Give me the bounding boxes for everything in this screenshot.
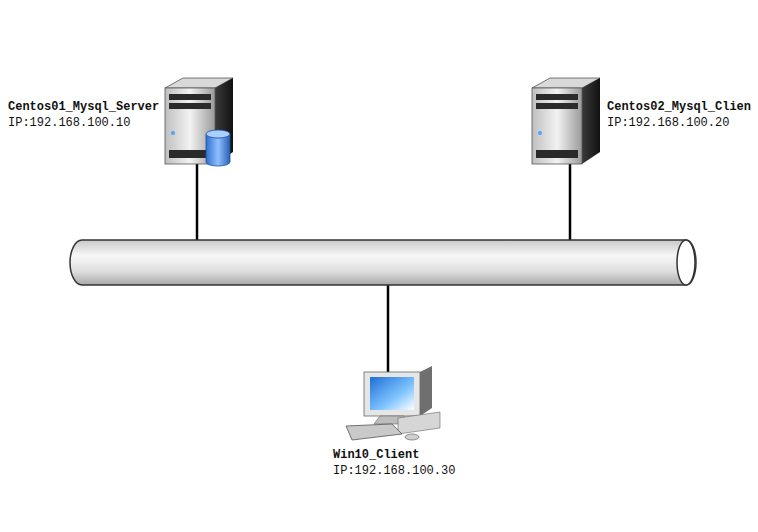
database-icon xyxy=(206,130,230,166)
host-name: Centos01_Mysql_Server xyxy=(8,99,160,115)
host-name: Centos02_Mysql_Clien xyxy=(607,99,752,115)
host-name: Win10_Client xyxy=(333,447,456,463)
network-wire xyxy=(569,160,572,242)
ip-address: IP:192.168.100.30 xyxy=(333,463,456,479)
ip-address: IP:192.168.100.10 xyxy=(8,115,160,131)
ip-address: IP:192.168.100.20 xyxy=(607,115,752,131)
pc-icon xyxy=(346,366,440,440)
device-label: Centos01_Mysql_ServerIP:192.168.100.10 xyxy=(8,99,160,131)
device-label: Win10_ClientIP:192.168.100.30 xyxy=(333,447,456,479)
network-wire xyxy=(387,283,390,372)
network-bus xyxy=(70,240,696,285)
device-label: Centos02_Mysql_ClienIP:192.168.100.20 xyxy=(607,99,752,131)
network-wire xyxy=(196,160,199,242)
server-icon xyxy=(532,78,600,164)
